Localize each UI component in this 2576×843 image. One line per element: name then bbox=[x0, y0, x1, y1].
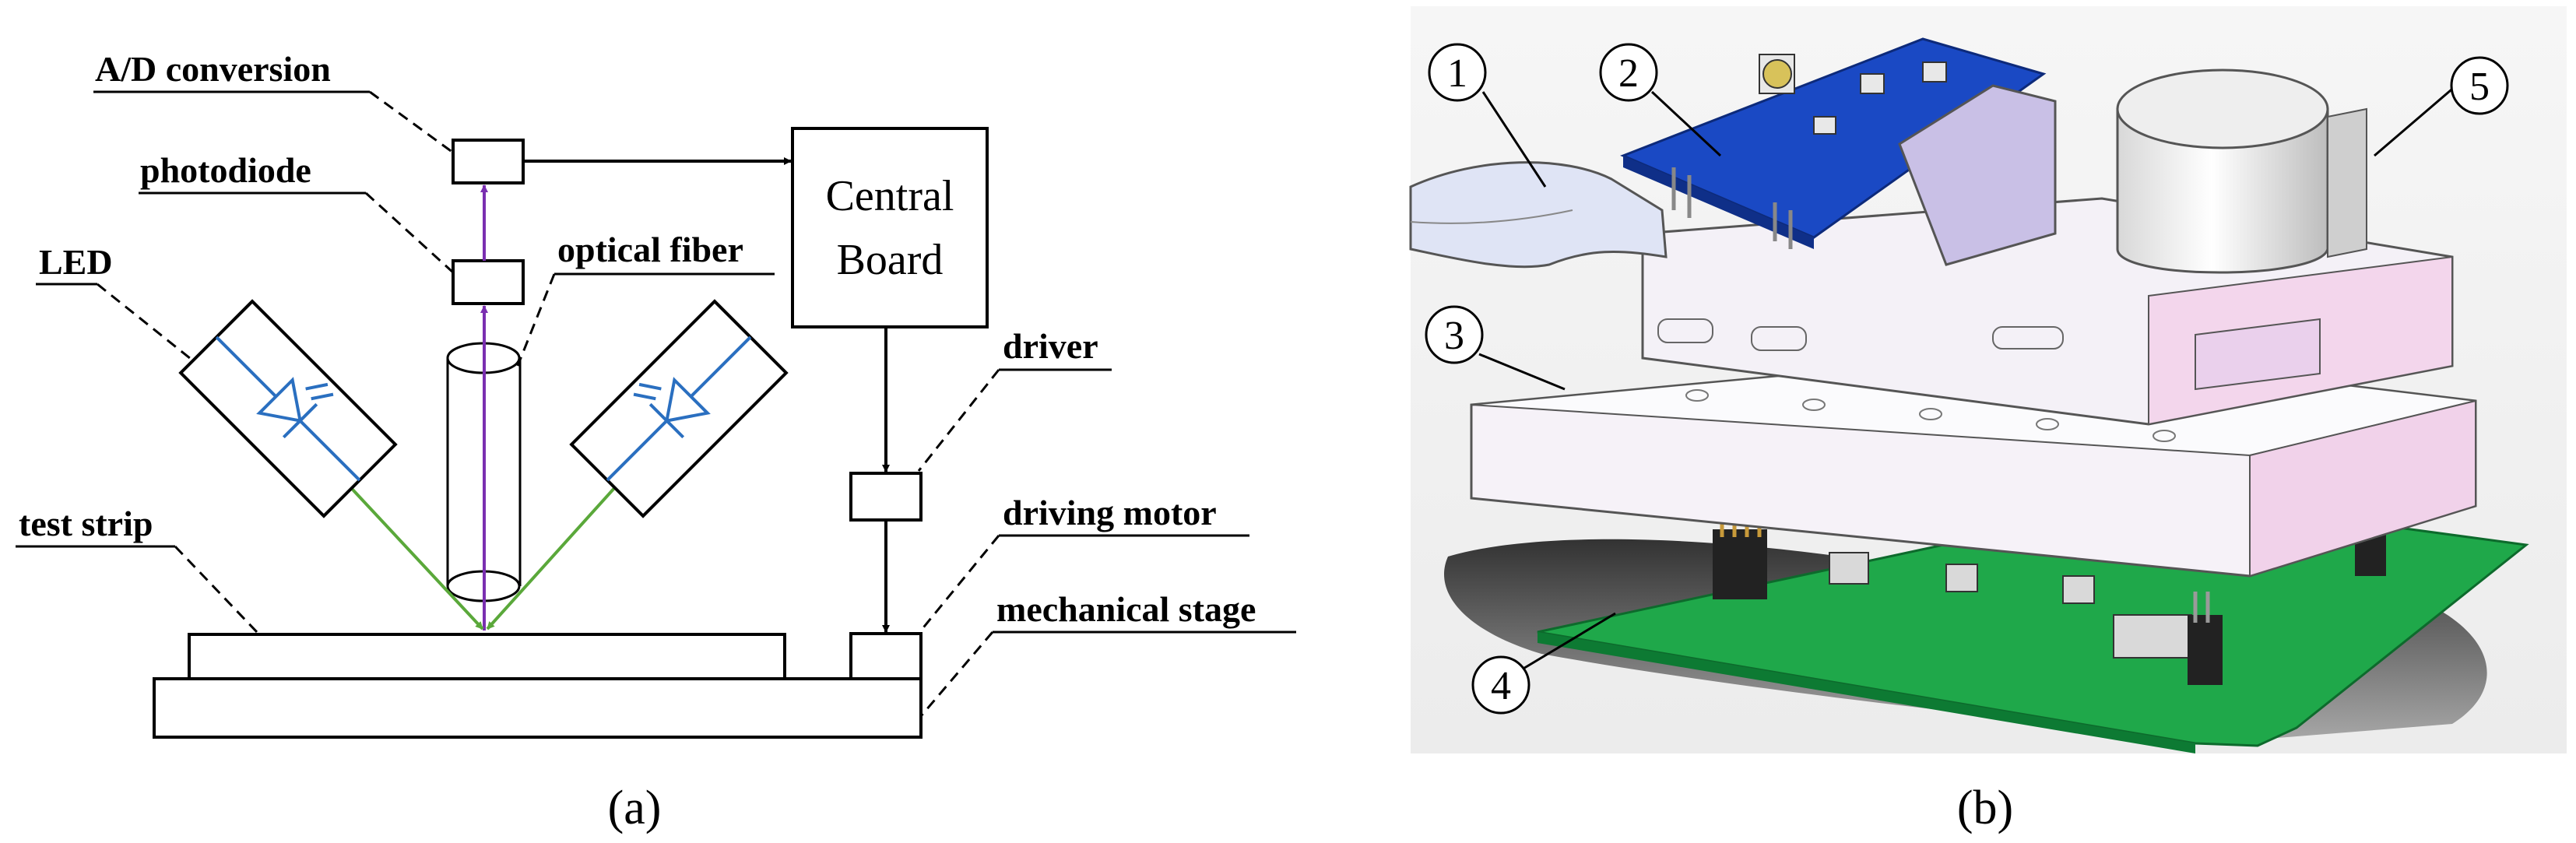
label-mechanical-stage: mechanical stage bbox=[996, 589, 1256, 629]
arm-edge bbox=[1410, 209, 1573, 224]
panel-b-render: 1 2 3 4 5 (b) bbox=[1409, 6, 2567, 834]
callout-circles bbox=[1425, 43, 2509, 715]
pcb-components bbox=[1829, 552, 2192, 659]
pcb-board-edge bbox=[1538, 632, 2195, 753]
label-led: LED bbox=[39, 242, 113, 282]
callout-4: 4 bbox=[1491, 664, 1511, 708]
test-strip bbox=[188, 633, 786, 680]
arm bbox=[1409, 161, 1668, 269]
callout-3: 3 bbox=[1444, 314, 1464, 358]
label-photodiode: photodiode bbox=[140, 150, 311, 190]
sensor-pins bbox=[1671, 167, 1793, 249]
driving-motor-box bbox=[849, 632, 923, 680]
label-ad-conversion: A/D conversion bbox=[95, 49, 331, 89]
leader-lines bbox=[16, 90, 1296, 717]
central-board-label-2: Board bbox=[837, 236, 944, 284]
base-block-side bbox=[2249, 399, 2476, 578]
callout-1: 1 bbox=[1447, 51, 1467, 96]
caption-a: (a) bbox=[608, 782, 662, 834]
right-led bbox=[569, 299, 789, 518]
led-symbol-icon bbox=[215, 335, 361, 482]
central-board-box bbox=[791, 127, 989, 328]
caption-b: (b) bbox=[1957, 782, 2013, 834]
central-board-label-1: Central bbox=[826, 172, 954, 220]
base-holes bbox=[1685, 389, 2176, 442]
led-symbol-icon bbox=[606, 335, 752, 482]
potentiometer-icon bbox=[1762, 59, 1792, 89]
label-driver: driver bbox=[1003, 326, 1098, 366]
mechanical-stage bbox=[153, 677, 923, 739]
callout-leaders bbox=[1478, 84, 2457, 671]
ad-conversion-box bbox=[452, 139, 525, 184]
sensor-pcb-edge bbox=[1623, 156, 1814, 249]
optical-guide bbox=[1898, 84, 2057, 266]
panel-a-diagram: A/D conversion photodiode LED optical fi… bbox=[16, 49, 1296, 834]
left-led-emission-arrow bbox=[341, 477, 484, 630]
motor-mount bbox=[2195, 318, 2321, 391]
callout-2: 2 bbox=[1618, 51, 1639, 96]
callout-5: 5 bbox=[2469, 65, 2490, 109]
driver-box bbox=[849, 472, 923, 522]
label-test-strip: test strip bbox=[19, 504, 153, 543]
housing-slots bbox=[1657, 318, 2064, 351]
right-led-emission-arrow bbox=[486, 477, 624, 630]
label-driving-motor: driving motor bbox=[1003, 493, 1217, 532]
left-led bbox=[178, 299, 398, 518]
label-optical-fiber: optical fiber bbox=[557, 230, 743, 269]
motor bbox=[2116, 68, 2367, 274]
photodiode-box bbox=[452, 259, 525, 305]
